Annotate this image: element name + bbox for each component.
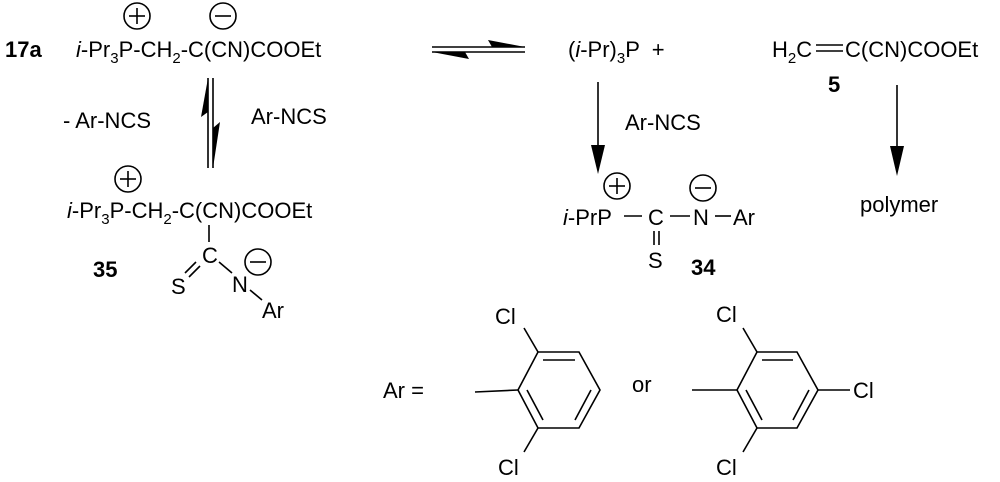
atom-c: C — [202, 243, 218, 268]
compound-5: H2C C(CN)COOEt 5 — [772, 37, 978, 97]
compound-label-35: 35 — [93, 257, 117, 282]
atom-s: S — [648, 248, 663, 273]
atom-n: N — [232, 272, 248, 297]
negative-charge-icon — [689, 174, 717, 202]
atom-s: S — [171, 274, 186, 299]
ring-2-6-dichlorophenyl: Cl Cl — [474, 304, 601, 480]
reagent-ar-ncs-right: Ar-NCS — [625, 110, 701, 135]
atom-ar: Ar — [733, 205, 755, 230]
compound-label-34: 34 — [691, 255, 716, 280]
compound-34: i-PrP C N Ar S 34 — [563, 172, 755, 280]
chlorine-label: Cl — [495, 304, 516, 329]
atom-c: C — [648, 205, 664, 230]
chlorine-label: Cl — [716, 455, 737, 480]
positive-charge-icon — [123, 2, 151, 30]
compound-35: i-Pr3P-CH2-C(CN)COOEt C S N Ar 35 — [67, 165, 312, 323]
reagent-minus-ar-ncs: - Ar-NCS — [63, 108, 151, 133]
formula-35: i-Pr3P-CH2-C(CN)COOEt — [67, 198, 312, 228]
formula-5-rest: C(CN)COOEt — [845, 37, 978, 62]
positive-charge-icon — [603, 172, 631, 200]
or-label: or — [632, 372, 652, 397]
negative-charge-icon — [244, 248, 272, 276]
atom-ar: Ar — [262, 298, 284, 323]
formula-17a: i-Pr3P-CH2-C(CN)COOEt — [76, 37, 321, 67]
formula-34: i-PrP — [563, 205, 612, 230]
ar-definition-label: Ar = — [383, 378, 424, 403]
equilibrium-arrow-vertical — [201, 78, 220, 168]
equilibrium-arrow-horizontal — [432, 40, 525, 59]
polymer-label: polymer — [860, 192, 938, 217]
reagent-ar-ncs-left: Ar-NCS — [251, 104, 327, 129]
atom-n: N — [693, 205, 709, 230]
chlorine-label: Cl — [853, 378, 874, 403]
compound-17a: 17a i-Pr3P-CH2-C(CN)COOEt — [5, 2, 321, 67]
compound-label-17a: 17a — [5, 37, 42, 62]
formula-5: H2C — [772, 37, 812, 67]
chlorine-label: Cl — [716, 302, 737, 327]
negative-charge-icon — [209, 2, 237, 30]
arrow-down-polymerization — [890, 85, 904, 176]
chlorine-label: Cl — [498, 455, 519, 480]
triisopropylphosphine: (i-Pr)3P + — [568, 37, 665, 67]
arrow-down-phosphine — [591, 82, 605, 174]
compound-label-5: 5 — [828, 72, 840, 97]
ring-2-4-6-trichlorophenyl: Cl Cl Cl — [692, 302, 874, 480]
positive-charge-icon — [114, 165, 142, 193]
